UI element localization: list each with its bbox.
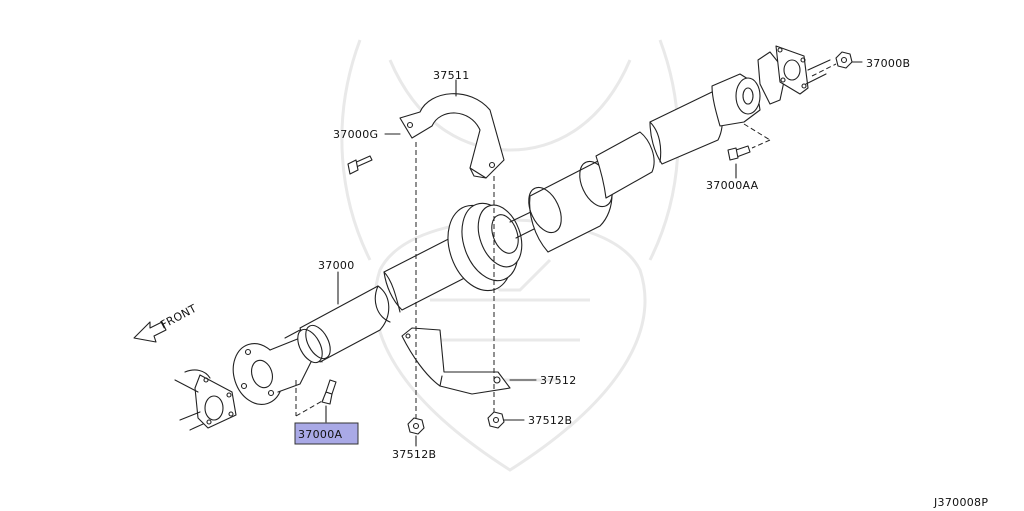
bolt-37000AA [727,145,751,161]
alignment-lines [295,63,837,418]
highlight-37000A [294,422,359,445]
nut-37512B-bottom [407,417,425,435]
label-37512B-right[interactable]: 37512B [528,414,572,427]
leader-lines [325,61,863,447]
label-37000B[interactable]: 37000B [866,57,910,70]
bracket-37512 [401,327,511,395]
label-37511[interactable]: 37511 [433,69,470,82]
front-arrow [133,321,167,343]
bolt-37000G [347,155,373,175]
nut-37000B [835,51,853,69]
front-label: FRONT [158,302,199,332]
label-37000[interactable]: 37000 [318,259,355,272]
rear-joint [711,45,831,127]
shaft-flange [232,329,323,405]
bolt-37000A [321,379,337,405]
label-37000AA[interactable]: 37000AA [706,179,759,192]
center-bearing [447,202,541,292]
front-flange [174,369,237,431]
diagram-id: J370008P [933,496,988,509]
label-37000G[interactable]: 37000G [333,128,378,141]
label-37512[interactable]: 37512 [540,374,577,387]
front-shaft-tube [297,285,391,364]
bracket-37511 [399,93,505,179]
nut-37512B-right [487,411,505,429]
rear-tube [649,91,723,165]
label-37512B-bottom[interactable]: 37512B [392,448,436,461]
label-37000A[interactable]: 37000A [298,428,342,441]
rear-shaft-tube [528,131,655,253]
